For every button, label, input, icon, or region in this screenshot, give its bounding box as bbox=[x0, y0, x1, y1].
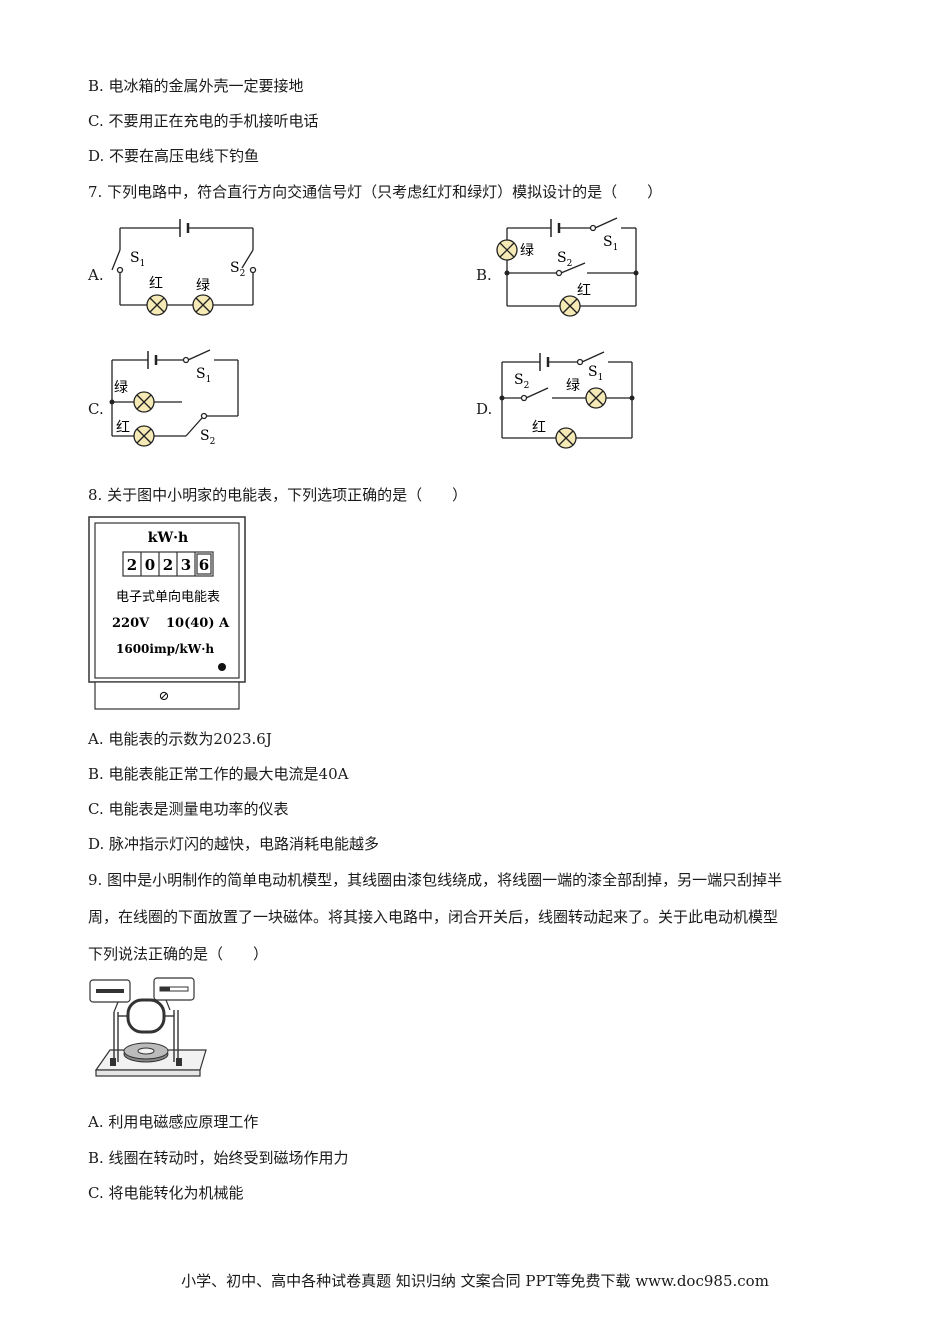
svg-text:绿: 绿 bbox=[114, 380, 128, 396]
meter-digit: 3 bbox=[181, 556, 191, 574]
q8-option-c: C. 电能表是测量电功率的仪表 bbox=[88, 800, 289, 818]
circuit-a-diagram: S1 S2 红 绿 bbox=[111, 219, 257, 316]
svg-text:绿: 绿 bbox=[566, 378, 580, 394]
svg-text:S1: S1 bbox=[196, 366, 211, 385]
svg-text:绿: 绿 bbox=[520, 243, 534, 259]
q9-option-a: A. 利用电磁感应原理工作 bbox=[88, 1113, 259, 1131]
q7-label-b: B. bbox=[476, 266, 492, 284]
meter-digit: 2 bbox=[163, 556, 173, 574]
meter-digit: 6 bbox=[199, 556, 209, 574]
q9-stem-line-3: 下列说法正确的是（ ） bbox=[88, 945, 269, 963]
pulse-indicator-light bbox=[218, 663, 226, 671]
motor-model-figure bbox=[89, 977, 207, 1077]
svg-text:红: 红 bbox=[577, 283, 591, 299]
svg-text:红: 红 bbox=[149, 276, 163, 292]
meter-screw-icon: ⊘ bbox=[159, 689, 170, 704]
circuit-d-diagram: S1 S2 绿 红 bbox=[499, 351, 635, 449]
energy-meter-figure: kW·h 2 0 2 3 6 电子式单向电能表 220V 10(40) A 16… bbox=[88, 516, 246, 710]
meter-current: 10(40) A bbox=[166, 616, 230, 631]
q9-stem-line-1: 9. 图中是小明制作的简单电动机模型，其线圈由漆包线绕成，将线圈一端的漆全部刮掉… bbox=[88, 871, 783, 889]
q7-label-d: D. bbox=[476, 400, 493, 418]
q9-option-c: C. 将电能转化为机械能 bbox=[88, 1184, 244, 1202]
svg-text:S2: S2 bbox=[557, 250, 572, 269]
q8-stem: 8. 关于图中小明家的电能表，下列选项正确的是（ ） bbox=[88, 486, 468, 504]
page-footer: 小学、初中、高中各种试卷真题 知识归纳 文案合同 PPT等免费下载 www.do… bbox=[181, 1272, 769, 1290]
q8-option-b: B. 电能表能正常工作的最大电流是40A bbox=[88, 765, 349, 783]
q7-label-a: A. bbox=[88, 266, 104, 284]
meter-digit: 2 bbox=[127, 556, 137, 574]
q6-option-d: D. 不要在高压电线下钓鱼 bbox=[88, 147, 260, 165]
svg-text:绿: 绿 bbox=[196, 278, 210, 294]
svg-text:S1: S1 bbox=[130, 250, 145, 269]
meter-unit: kW·h bbox=[148, 530, 188, 546]
circuit-c-diagram: 绿 S1 红 S2 bbox=[109, 349, 239, 447]
q6-option-c: C. 不要用正在充电的手机接听电话 bbox=[88, 112, 319, 130]
q8-option-a: A. 电能表的示数为2023.6J bbox=[88, 730, 272, 748]
meter-digit: 0 bbox=[145, 556, 155, 574]
meter-voltage: 220V bbox=[112, 616, 150, 631]
meter-name: 电子式单向电能表 bbox=[116, 589, 220, 605]
q9-option-b: B. 线圈在转动时，始终受到磁场作用力 bbox=[88, 1149, 349, 1167]
q7-stem: 7. 下列电路中，符合直行方向交通信号灯（只考虑红灯和绿灯）模拟设计的是（ ） bbox=[88, 183, 663, 201]
svg-text:红: 红 bbox=[532, 420, 546, 436]
svg-text:S2: S2 bbox=[514, 372, 529, 391]
q8-option-d: D. 脉冲指示灯闪的越快，电路消耗电能越多 bbox=[88, 835, 380, 853]
q9-stem-line-2: 周，在线圈的下面放置了一块磁体。将其接入电路中，闭合开关后，线圈转动起来了。关于… bbox=[88, 908, 779, 926]
svg-text:S1: S1 bbox=[603, 234, 618, 253]
q7-label-c: C. bbox=[88, 400, 104, 418]
svg-text:S1: S1 bbox=[588, 364, 603, 383]
svg-text:S2: S2 bbox=[230, 260, 245, 279]
circuit-b-diagram: 绿 S1 S2 红 bbox=[496, 217, 639, 317]
svg-text:红: 红 bbox=[116, 420, 130, 436]
q6-option-b: B. 电冰箱的金属外壳一定要接地 bbox=[88, 77, 304, 95]
svg-text:S2: S2 bbox=[200, 428, 215, 447]
meter-constant: 1600imp/kW·h bbox=[116, 642, 214, 656]
